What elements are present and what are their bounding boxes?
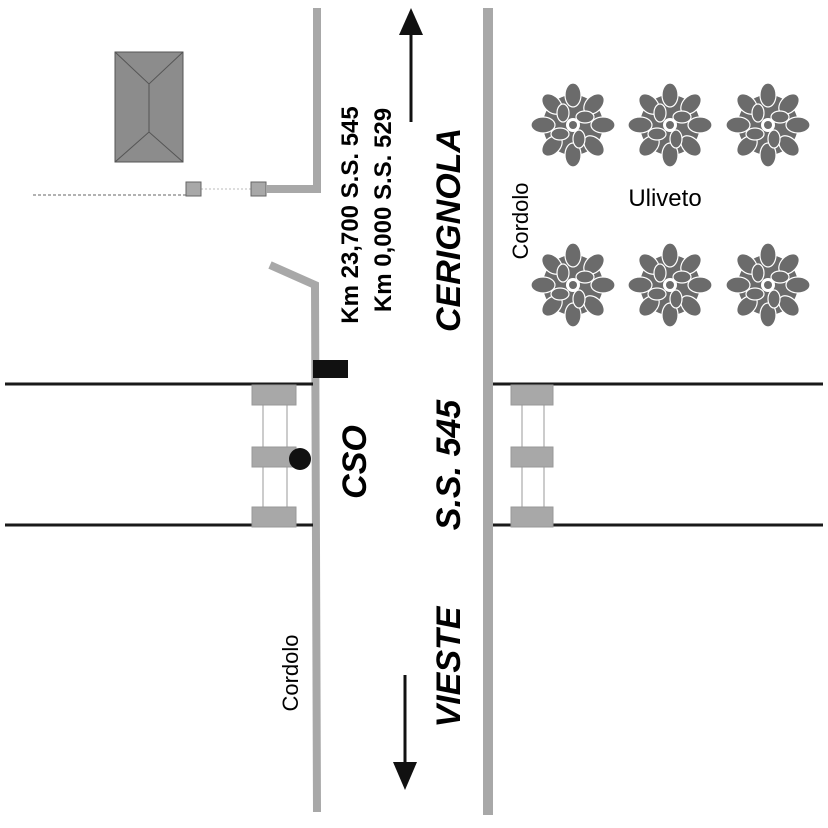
tree-icon [530, 82, 616, 168]
km-label-ss545: Km 23,700 S.S. 545 [337, 106, 364, 323]
building [114, 51, 184, 163]
direction-cerignola: CERIGNOLA [430, 128, 468, 332]
railway-crossing [5, 382, 823, 528]
arrow-down-icon [393, 675, 417, 790]
km-marker [313, 360, 348, 378]
arrow-up-icon [399, 8, 423, 122]
property-line [33, 8, 321, 197]
road-name: S.S. 545 [430, 399, 468, 531]
road-edge-left [268, 261, 321, 813]
curb-label-right: Cordolo [508, 182, 533, 259]
curb-label-left: Cordolo [278, 634, 303, 711]
direction-vieste: VIESTE [430, 605, 468, 727]
cso-label: CSO [336, 425, 374, 499]
km-label-ss529: Km 0,000 S.S. 529 [370, 108, 397, 312]
olive-grove-label: Uliveto [628, 185, 701, 212]
tree-icon [725, 82, 811, 168]
tree-icon [627, 242, 713, 328]
signal-point [289, 448, 311, 470]
tree-icon [725, 242, 811, 328]
tree-icon [627, 82, 713, 168]
tree-icon [530, 242, 616, 328]
